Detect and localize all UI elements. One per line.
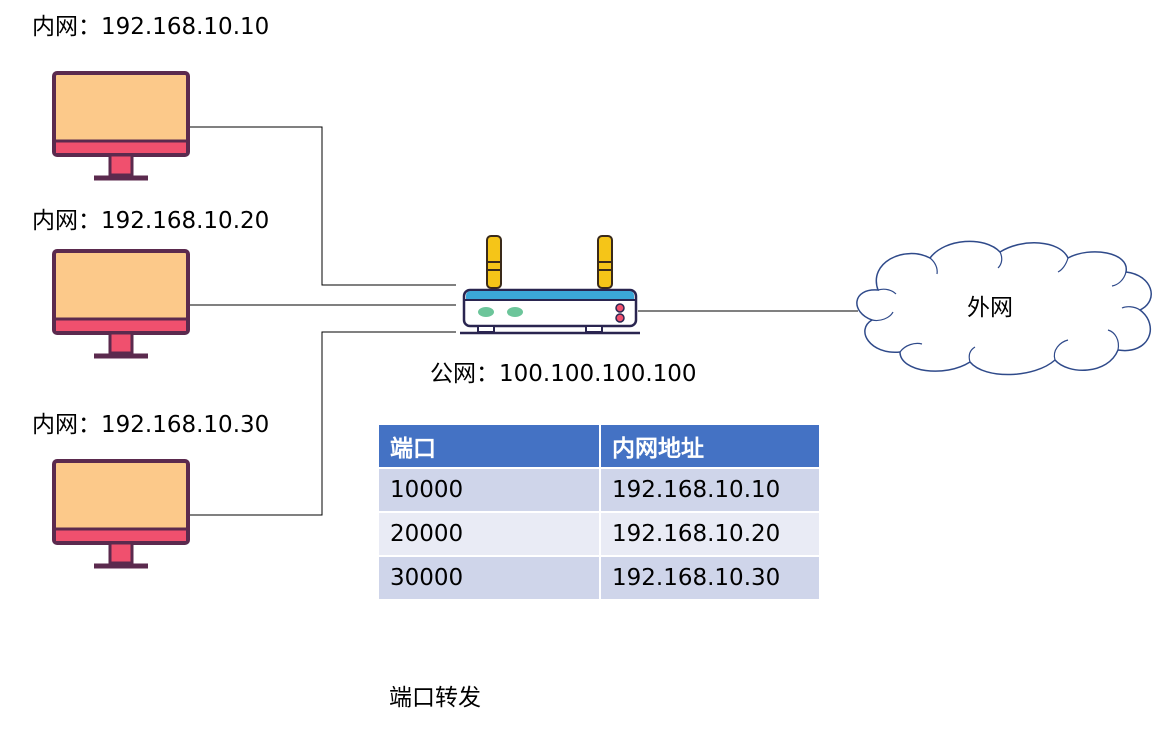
cell-internal-address: 192.168.10.10 [599, 467, 821, 513]
host-1-monitor-icon [52, 71, 192, 187]
diagram-caption: 端口转发 [389, 685, 481, 711]
cell-internal-address: 192.168.10.20 [599, 511, 821, 557]
table-header-row: 端口 内网地址 [377, 423, 821, 469]
table-row: 20000 192.168.10.20 [377, 511, 821, 557]
internet-cloud-icon [856, 240, 1152, 376]
host-3-monitor-icon [52, 459, 192, 575]
host-3-label: 内网：192.168.10.30 [32, 412, 270, 438]
host-2-label: 内网：192.168.10.20 [32, 208, 270, 234]
column-header-port: 端口 [377, 423, 601, 469]
column-header-internal-address: 内网地址 [599, 423, 821, 469]
wire-host1-router [190, 126, 456, 286]
router-public-ip-label: 公网：100.100.100.100 [430, 361, 697, 387]
cell-internal-address: 192.168.10.30 [599, 555, 821, 601]
wire-host3-router [190, 331, 456, 516]
host-1-label: 内网：192.168.10.10 [32, 14, 270, 40]
port-forward-table: 端口 内网地址 10000 192.168.10.10 20000 192.16… [377, 423, 821, 601]
cell-port: 30000 [377, 555, 601, 601]
host-2-monitor-icon [52, 249, 192, 365]
cell-port: 10000 [377, 467, 601, 513]
cloud-label: 外网 [967, 295, 1013, 321]
table-row: 30000 192.168.10.30 [377, 555, 821, 601]
cell-port: 20000 [377, 511, 601, 557]
table-row: 10000 192.168.10.10 [377, 467, 821, 513]
router-icon [460, 235, 640, 335]
